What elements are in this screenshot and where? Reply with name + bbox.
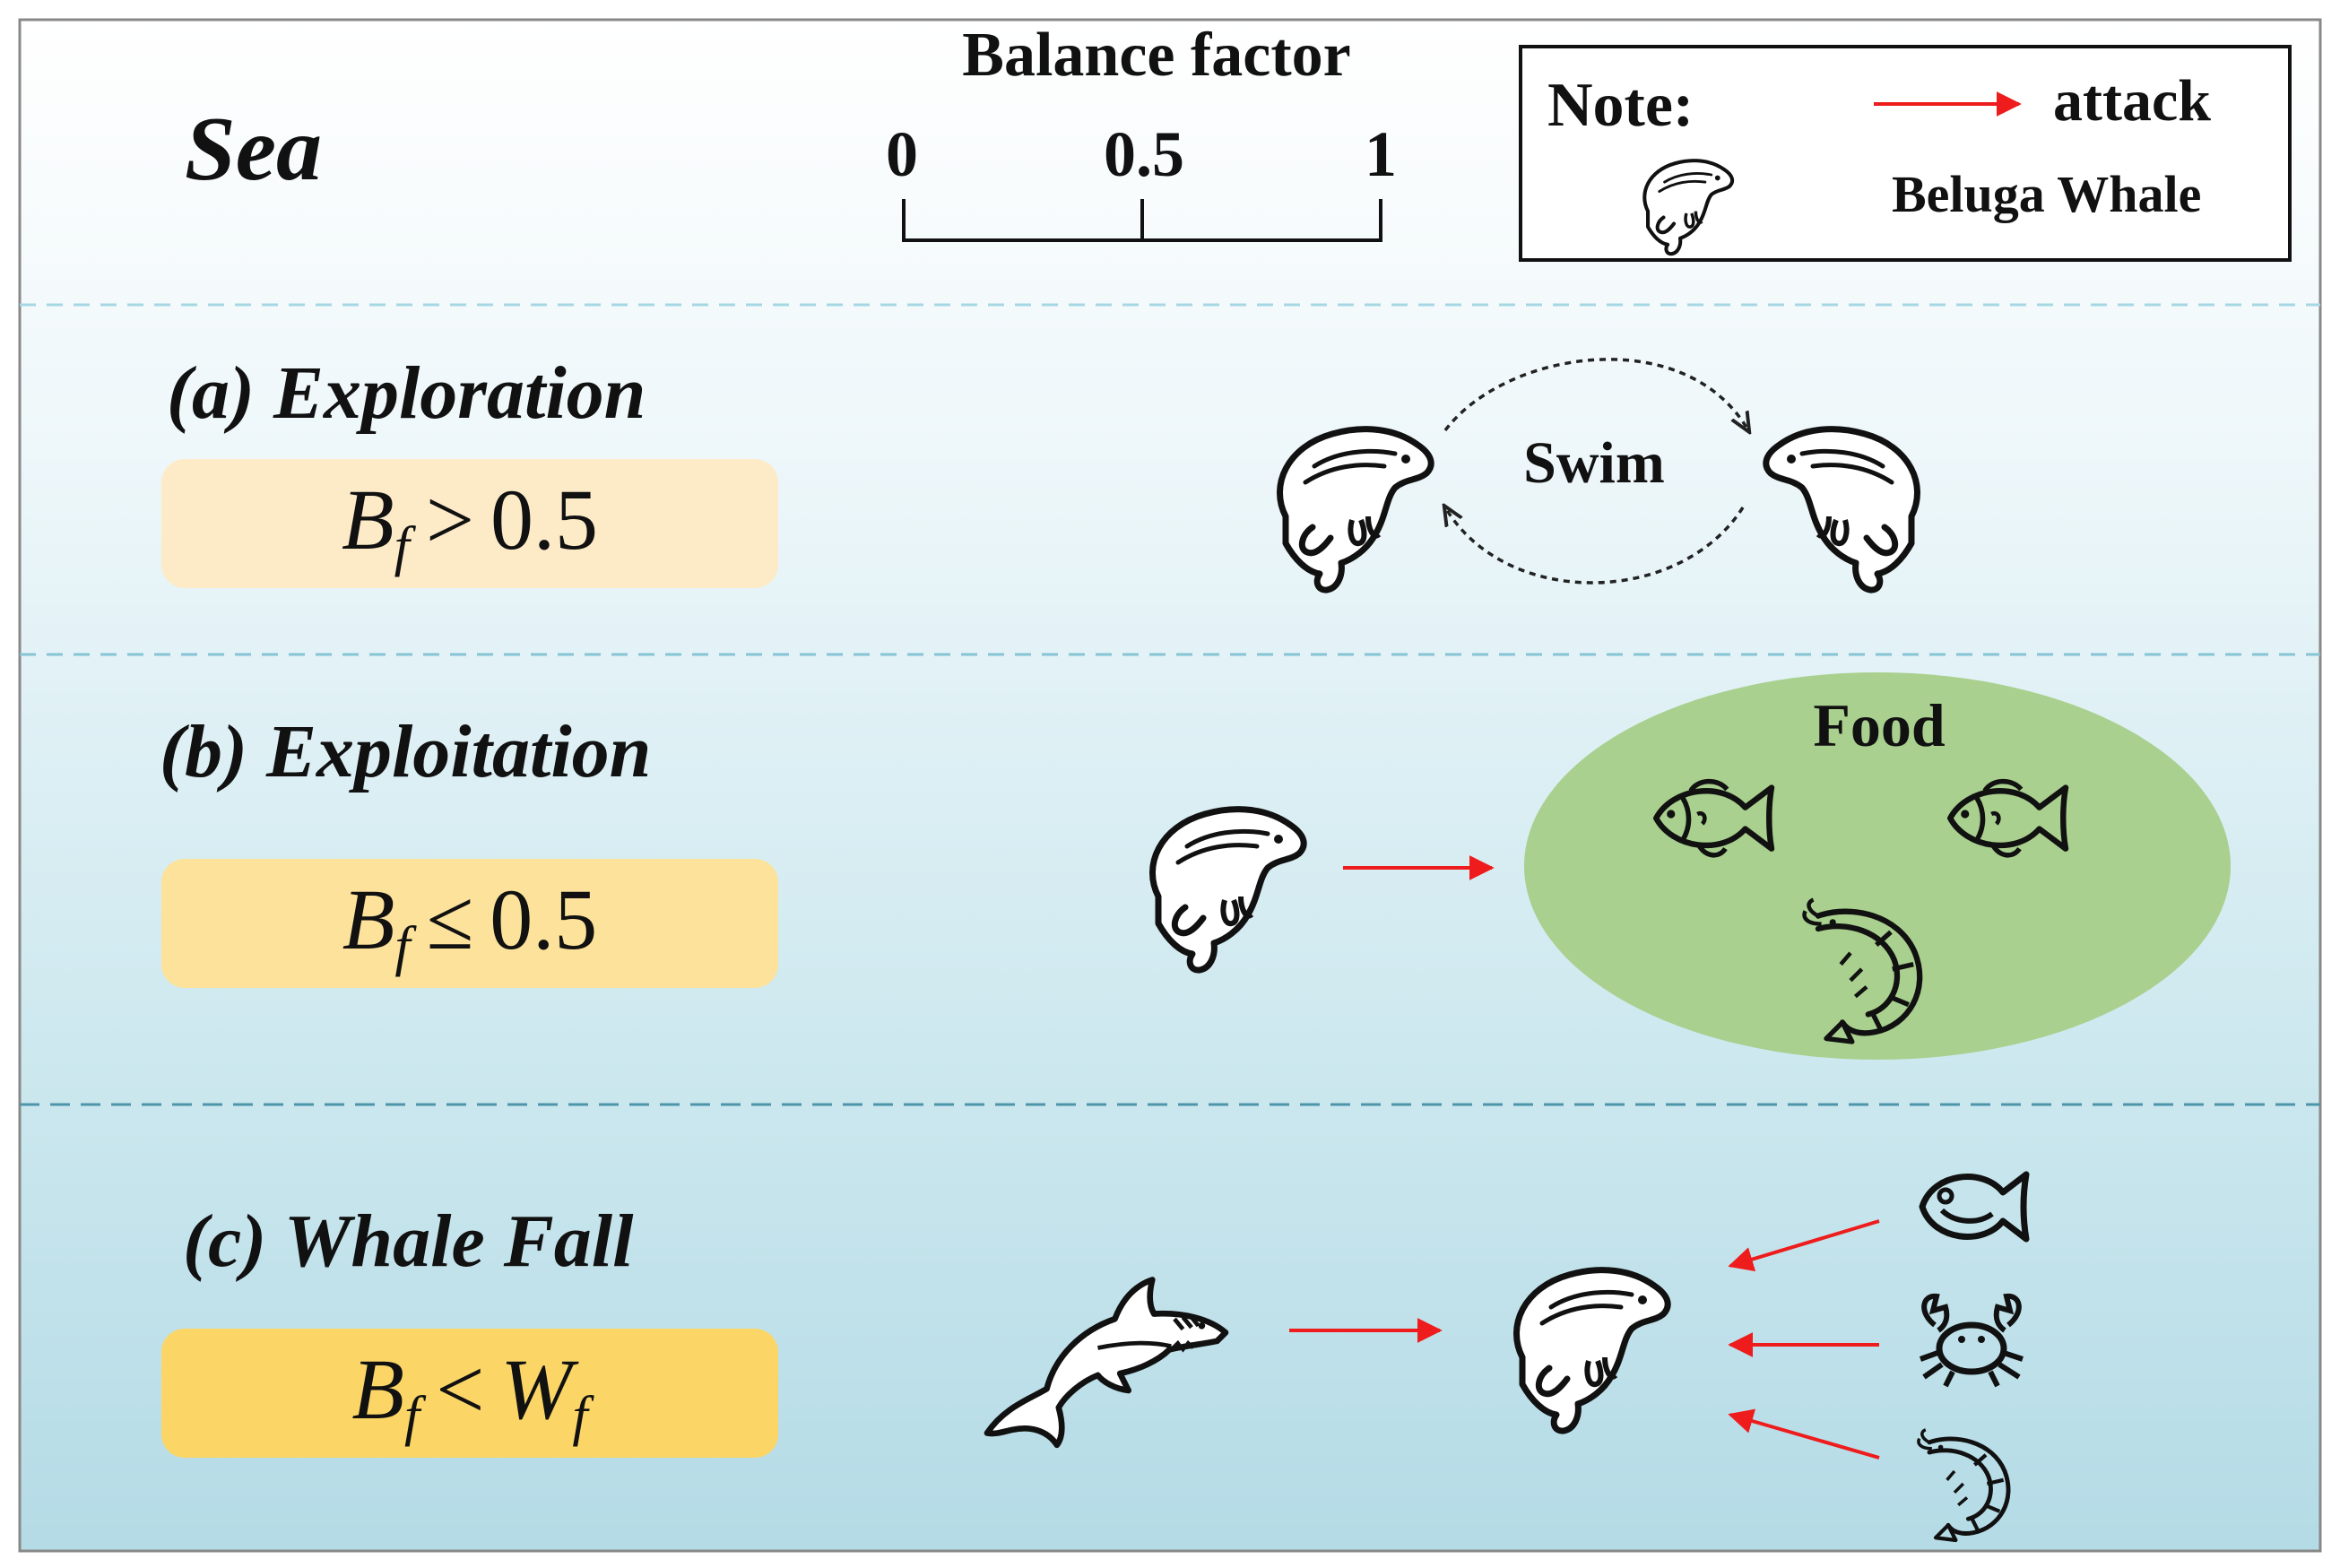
food-area	[1524, 672, 2231, 1060]
swim-arrow-bottom	[1445, 507, 1745, 585]
balance-tick-05: 0.5	[1104, 118, 1184, 190]
sea-title: Sea	[185, 99, 322, 200]
outer-frame	[18, 18, 2322, 1553]
swim-label: Swim	[1523, 430, 1665, 496]
balance-tick-0: 0	[886, 118, 918, 190]
section-a-condition-box	[161, 459, 778, 588]
section-c-condition: Bf<Wf	[351, 1341, 594, 1447]
section-c-condition-box	[161, 1329, 778, 1458]
note-icon-label: Beluga Whale	[1892, 165, 2201, 223]
section-b-heading: (b) Exploitation	[160, 710, 651, 793]
note-attack-label: attack	[2053, 68, 2211, 134]
section-b-condition: Bf≤0.5	[342, 871, 598, 977]
section-c-heading: (c) Whale Fall	[183, 1200, 634, 1283]
attack-arrow-tang	[1728, 1219, 1880, 1272]
balance-factor-label: Balance factor	[962, 21, 1350, 90]
section-a-heading: (a) Exploration	[167, 351, 646, 435]
balance-tick-1: 1	[1365, 118, 1397, 190]
section-a-condition: Bf>0.5	[342, 472, 598, 577]
note-label: Note:	[1547, 71, 1694, 140]
balance-scale-bar	[902, 199, 1382, 242]
section-b-condition-box	[161, 859, 778, 988]
food-label: Food	[1813, 691, 1946, 759]
attack-arrow-shrimp	[1728, 1408, 1880, 1460]
